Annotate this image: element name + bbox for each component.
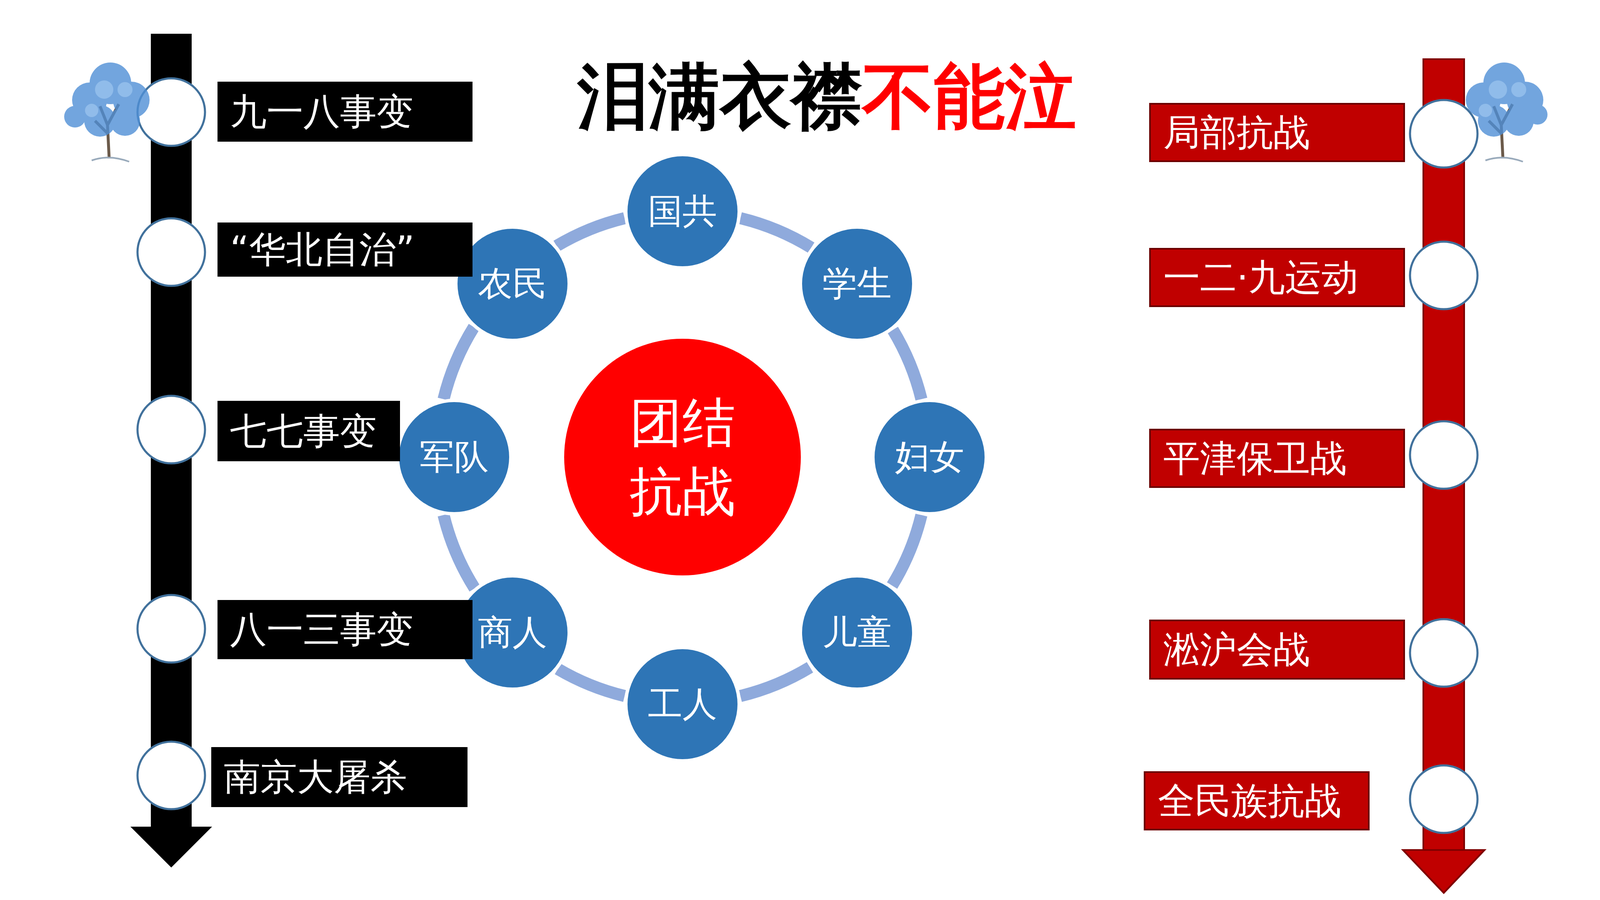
timeline-dot (1410, 619, 1478, 687)
ring-connector (556, 218, 625, 247)
stage-box: 一二·九运动 (1149, 247, 1405, 308)
circle-shape (625, 647, 740, 761)
stage-box: 全民族抗战 (1143, 771, 1370, 831)
stage-box: 平津保卫战 (1149, 428, 1405, 488)
node-label: 全民族抗战 (1157, 779, 1342, 822)
node-label: 七七事变 (230, 410, 377, 453)
node-label: 儿童 (822, 612, 892, 653)
group-circle: 妇女 (871, 398, 988, 516)
group-circle: 儿童 (798, 574, 916, 691)
ring-connector (892, 515, 922, 586)
circle-shape (800, 575, 914, 690)
node-label: 工人 (647, 684, 718, 724)
timeline-dot (137, 218, 205, 286)
tree-illustration (1465, 62, 1548, 162)
event-box: 南京大屠杀 (211, 747, 468, 808)
node-label: 八一三事变 (230, 608, 414, 651)
timeline-dot (137, 595, 205, 663)
event-box: 八一三事变 (217, 600, 473, 660)
node-label: 局部抗战 (1163, 111, 1310, 154)
ring-connector (740, 218, 812, 248)
node-label: 国共 (647, 191, 718, 231)
title-emphasis: 不能泣 (862, 55, 1077, 138)
circle-shape (872, 400, 987, 514)
event-box: 九一八事变 (217, 81, 473, 142)
node-label: 一二·九运动 (1163, 256, 1359, 299)
node-label: 学生 (822, 263, 892, 304)
timeline-dot (137, 78, 205, 146)
group-circle: 工人 (624, 645, 741, 763)
timeline-arrowhead (130, 826, 213, 868)
timeline-dot (1410, 100, 1478, 168)
ring-connector (557, 669, 625, 697)
stage-box: 淞沪会战 (1149, 619, 1405, 680)
ring-connector (740, 667, 810, 697)
timeline-dots (137, 78, 205, 810)
timeline-dot (1410, 241, 1478, 310)
circle-shape (455, 227, 570, 341)
node-label: 平津保卫战 (1163, 437, 1347, 480)
timeline-dot (137, 741, 205, 810)
ring-connector (443, 515, 475, 589)
timeline-dot (1410, 421, 1478, 489)
node-label: 商人 (477, 612, 548, 653)
circle-shape (625, 154, 740, 268)
ring-connector (443, 327, 475, 400)
node-label: 南京大屠杀 (223, 755, 408, 798)
timeline-dots (1410, 100, 1478, 833)
circle-shape (564, 338, 801, 576)
title-text: 泪满衣襟 (577, 55, 863, 138)
center-circle: 团结抗战 (564, 338, 801, 576)
node-label: 军队 (419, 437, 489, 477)
group-circle: 国共 (624, 152, 741, 270)
tree-illustration (64, 62, 150, 162)
ring-connector (892, 330, 922, 400)
circle-shape (800, 227, 914, 341)
node-label: 妇女 (895, 437, 965, 477)
node-label: 淞沪会战 (1163, 628, 1310, 671)
timeline-dot (1410, 765, 1478, 833)
title-row: 泪满衣襟不能泣 (577, 57, 1077, 136)
circle-shape (455, 575, 570, 690)
event-box: 七七事变 (217, 400, 400, 462)
node-label: “华北自治” (230, 228, 415, 271)
group-circle: 军队 (395, 398, 513, 516)
stage-box: 局部抗战 (1149, 102, 1405, 163)
node-label: 团结抗战 (628, 388, 737, 526)
timeline-arrowhead (1402, 850, 1485, 893)
group-circle: 学生 (798, 225, 916, 343)
circle-shape (397, 400, 511, 514)
node-label: 农民 (477, 263, 548, 304)
node-label: 九一八事变 (230, 90, 414, 133)
event-box: “华北自治” (217, 222, 473, 277)
circle-outline (564, 338, 801, 576)
timeline-dot (137, 395, 205, 464)
